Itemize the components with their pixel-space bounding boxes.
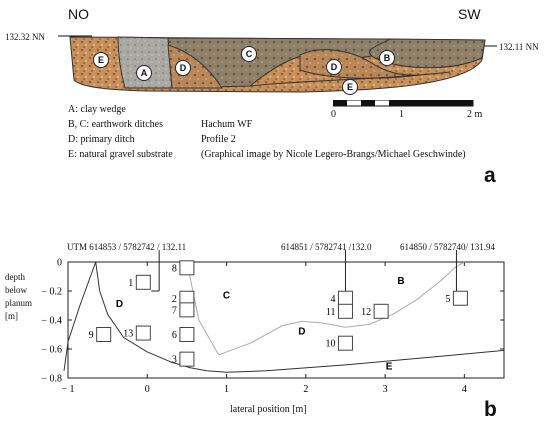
sample-label: 7 <box>172 305 177 316</box>
sample-marker <box>135 274 151 290</box>
sample-label: 11 <box>326 307 336 318</box>
legend-item-bc: B, C: earthwork ditches <box>68 119 163 130</box>
x-tick-label: 1 <box>224 384 229 395</box>
sample-label: 13 <box>123 329 133 340</box>
y-tick-label: 0 <box>57 258 62 269</box>
sample-label: 2 <box>172 294 177 305</box>
sample-marker <box>337 303 353 319</box>
annotation-utm-2: 614851 / 5782741 /132.0 <box>281 242 372 252</box>
y-tick-label: − 0.4 <box>41 316 62 327</box>
sample-label: 3 <box>172 355 177 366</box>
legend-item-d: D: primary ditch <box>68 134 135 145</box>
sample-marker <box>452 290 468 306</box>
x-tick-label: − 1 <box>61 384 74 395</box>
sample-label: 8 <box>172 263 177 274</box>
legend-item-e: E: natural gravel substrate <box>68 149 173 160</box>
layer-label-e: E <box>342 79 358 95</box>
sample-label: 12 <box>361 307 371 318</box>
ylabel-line-4: [m] <box>5 311 18 321</box>
layer-boundary-line <box>63 261 97 371</box>
ylabel-line-3: planum <box>5 298 32 308</box>
sample-label: 6 <box>172 330 177 341</box>
layer-label-d: D <box>326 59 342 75</box>
layer-label-d: D <box>175 60 191 76</box>
x-tick-label: 4 <box>462 384 467 395</box>
direction-right-label: SW <box>458 6 481 22</box>
x-tick-label: 3 <box>383 384 388 395</box>
layer-label-c: C <box>241 46 257 62</box>
sample-marker <box>179 260 195 276</box>
sample-marker <box>337 290 353 306</box>
scale-tick-0: 0 <box>331 109 336 120</box>
sample-marker <box>179 302 195 318</box>
region-label: B <box>397 276 404 287</box>
sample-marker <box>179 327 195 342</box>
y-tick-label: − 0.6 <box>41 345 62 356</box>
caption-credit: (Graphical image by Nicole Legero-Brangs… <box>201 149 466 160</box>
layer-label-b: B <box>379 50 395 66</box>
scale-tick-2: 2 m <box>467 109 483 120</box>
elevation-right-label: 132.11 NN <box>499 42 539 52</box>
x-tick-label: 2 <box>303 384 308 395</box>
sample-marker <box>135 325 151 341</box>
sample-label: 5 <box>445 294 450 305</box>
sample-marker <box>373 303 389 319</box>
layer-label-a: A <box>136 65 152 81</box>
ylabel-line-1: depth <box>5 272 25 282</box>
layer-boundary-line <box>95 261 505 373</box>
sample-marker <box>337 335 353 351</box>
region-label: E <box>386 361 393 372</box>
y-tick-label: − 0.8 <box>41 374 62 385</box>
sample-label: 9 <box>89 330 94 341</box>
scale-tick-1: 1 <box>399 109 404 120</box>
annotation-utm-1: UTM 614853 / 5782742 / 132.11 <box>67 242 187 252</box>
region-label: D <box>116 299 123 310</box>
region-label: C <box>223 290 230 301</box>
legend-item-a: A: clay wedge <box>68 104 126 115</box>
sample-marker <box>179 351 195 367</box>
scale-bar <box>333 100 474 107</box>
y-tick-label: − 0.2 <box>41 287 62 298</box>
layer-boundary-line <box>186 261 465 356</box>
panel-letter-b: b <box>484 398 497 421</box>
x-tick-label: 0 <box>145 384 150 395</box>
layer-label-e: E <box>93 52 109 68</box>
direction-left-label: NO <box>68 6 89 22</box>
region-label: D <box>298 327 305 338</box>
sample-label: 10 <box>325 339 335 350</box>
ylabel-line-2: below <box>5 285 27 295</box>
sample-label: 4 <box>330 294 335 305</box>
caption-site: Hachum WF <box>201 119 253 130</box>
caption-profile: Profile 2 <box>201 134 236 145</box>
sample-marker <box>96 327 112 342</box>
annotation-utm-3: 614850 / 5782740/ 131.94 <box>400 242 496 252</box>
elevation-left-label: 132.32 NN <box>5 32 45 42</box>
sample-label: 1 <box>128 278 133 289</box>
x-axis-title: lateral position [m] <box>230 404 307 415</box>
plot-frame <box>67 261 505 379</box>
panel-letter-a: a <box>484 164 496 187</box>
